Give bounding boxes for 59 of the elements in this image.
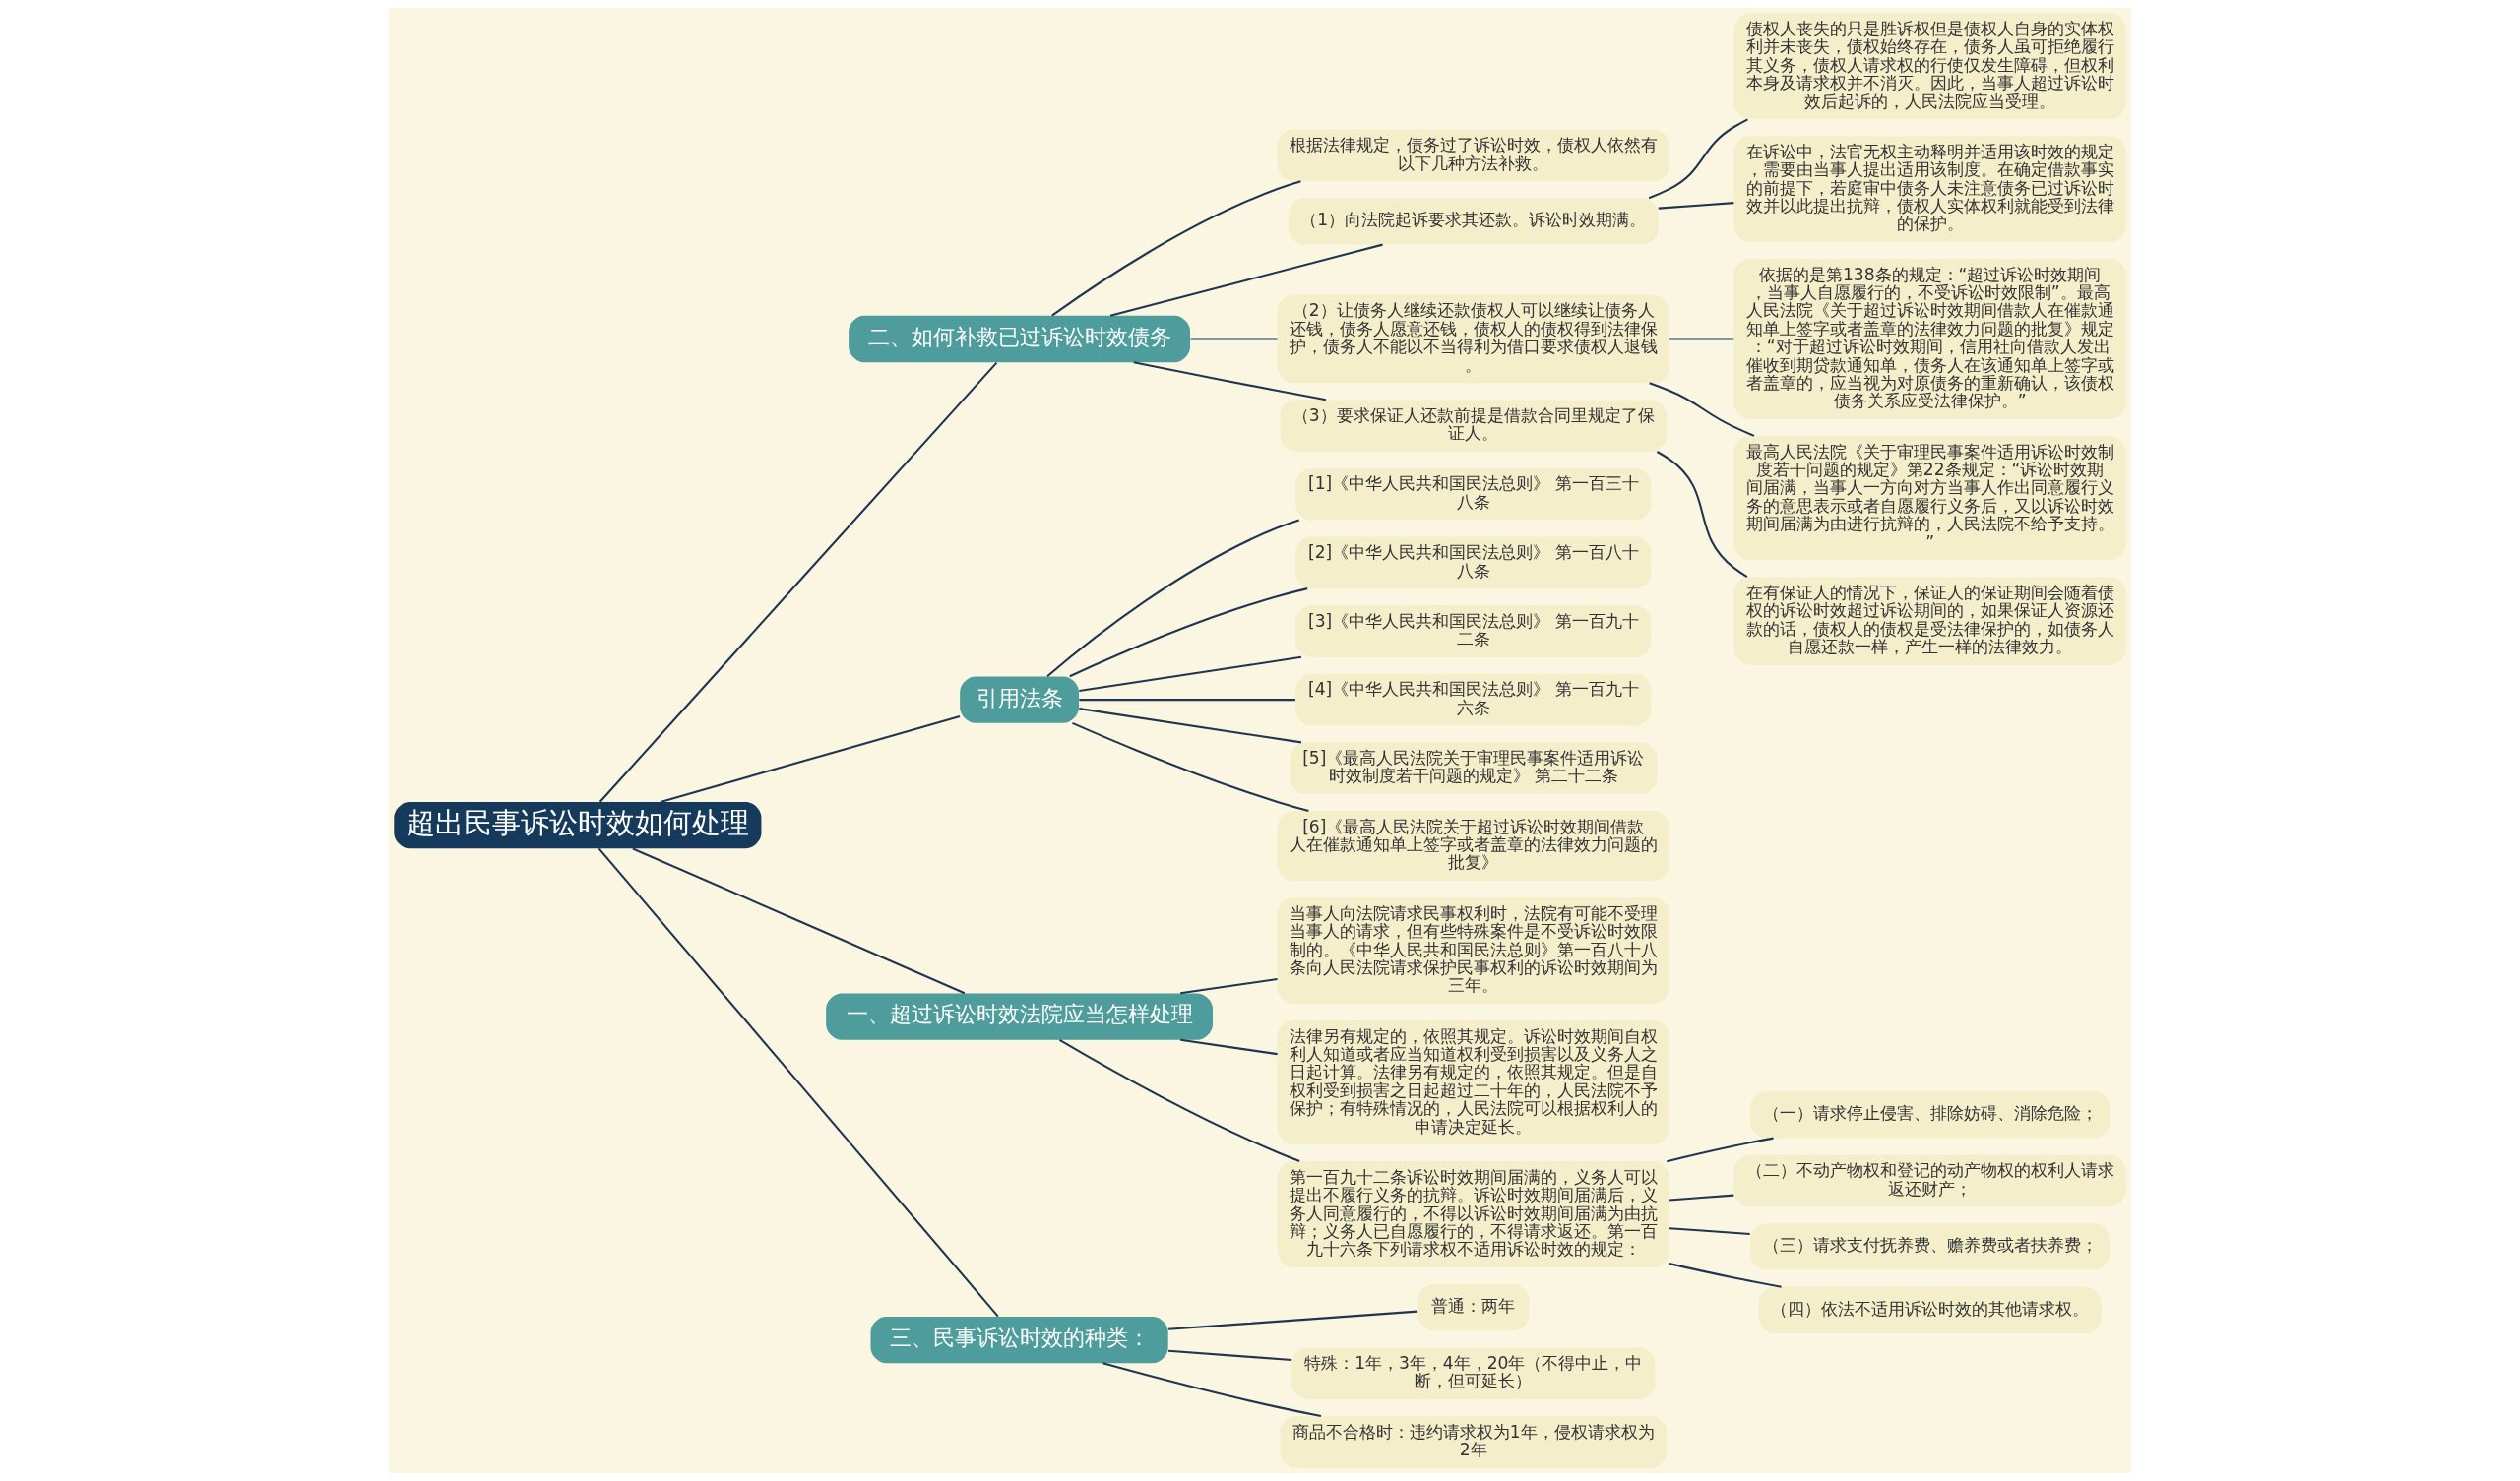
connector [660,715,961,803]
node-box: [2]《中华人民共和国民法总则》 第一百八十八条 [1295,536,1652,589]
node-box: （3）要求保证人还款前提是借款合同里规定了保证人。 [1280,400,1668,452]
node-box: [3]《中华人民共和国民法总则》 第一百九十二条 [1295,605,1652,657]
node-box: 商品不合格时：违约请求权为1年，侵权请求权为2年 [1280,1416,1668,1468]
node-box: 二、如何补救已过诉讼时效债务 [849,315,1191,363]
connector [1046,519,1300,677]
connector [1079,655,1302,693]
node-box: （三）请求支付抚养费、赡养费或者扶养费； [1750,1223,2110,1270]
connector [1168,1310,1418,1330]
connector [1190,338,1278,340]
connector [1656,451,1748,579]
connector [1670,1194,1734,1202]
node-box: 债权人丧失的只是胜诉权但是债权人自身的实体权利并未丧失，债权始终存在，债务人虽可拒绝履行其义务，债权人请求权的行使仅发生障碍，但权利本身及请求权并不消灭。因此，当事人超过诉讼时效后起诉的，人民法院应当受理。 [1733,13,2126,120]
connector [598,361,998,803]
node-box: 第一百九十二条诉讼时效期间届满的，义务人可以提出不履行义务的抗辩。诉讼时效期间届满后，义务人同意履行的，不得以诉讼时效期间届满为由抗辩；义务人已自愿履行的，不得请求返还。第一百九十六条下列请求权不适用诉讼时效的规定： [1277,1161,1670,1267]
connector [1648,118,1748,200]
node-box: 普通：两年 [1418,1284,1530,1331]
node-box: 最高人民法院《关于审理民事案件适用诉讼时效制度若干问题的规定》第22条规定：“诉讼时效期间届满，当事人一方向对方当事人作出同意履行义务的意思表示或者自愿履行义务后，又以诉讼时效期间届满为由进行抗辩的，人民法院不给予支持。” [1733,436,2126,561]
node-box: 引用法条 [960,676,1080,723]
node-box: 超出民事诉讼时效如何处理 [394,801,762,849]
node-box: 一、超过诉讼时效法院应当怎样处理 [826,993,1214,1040]
connector [1079,699,1295,702]
connector [1658,202,1734,210]
connector [1649,382,1755,437]
connector [1670,1227,1750,1236]
node-box: 依据的是第138条的规定：“超过诉讼时效期间，当事人自愿履行的，不受诉讼时效限制”。最高人民法院《关于超过诉讼时效期间借款人在催款通知单上签字或者盖章的法律效力问题的批复》规定：“对于超过诉讼时效期间，信用社向借款人发出催收到期贷款通知单，债务人在该通知单上签字或者盖章的，应当视为对原债务的重新确认，该债权债务关系应受法律保护。” [1733,259,2126,419]
node-box: （四）依法不适用诉讼时效的其他请求权。 [1758,1286,2102,1333]
node-box: 法律另有规定的，依照其规定。诉讼时效期间自权利人知道或者应当知道权利受到损害以及义务人之日起计算。法律另有规定的，依照其规定。但是自权利受到损害之日起超过二十年的，人民法院不予保护；有特殊情况的，人民法院可以根据权利人的申请决定延长。 [1277,1020,1670,1145]
node-box: 根据法律规定，债务过了诉讼时效，债权人依然有以下几种方法补救。 [1277,129,1670,182]
connector [1669,1263,1782,1288]
connector [1670,338,1734,340]
node-box: 特殊：1年，3年，4年，20年（不得中止，中断，但可延长） [1292,1347,1656,1399]
connector [598,847,999,1318]
connector [1667,1137,1774,1163]
node-box: （1）向法院起诉要求其还款。诉讼时效期满。 [1288,198,1659,245]
node-box: [6]《最高人民法院关于超过诉讼时效期间借款人在催款通知单上签字或者盖章的法律效力问题的批复》 [1277,811,1670,882]
connector [1133,361,1327,401]
connector [1102,1362,1322,1418]
connector [1072,721,1309,813]
node-box: 当事人向法院请求民事权利时，法院有可能不受理当事人的请求，但有些特殊案件是不受诉讼时效限制的。《中华人民共和国民法总则》第一百八十八条向人民法院请求保护民事权利的诉讼时效期间为三年。 [1277,897,1670,1004]
node-box: 在诉讼中，法官无权主动释明并适用该时效的规定，需要由当事人提出适用该制度。在确定借款事实的前提下，若庭审中债务人未注意债务已过诉讼时效并以此提出抗辩，债权人实体权利就能受到法律的保护。 [1733,136,2126,242]
connector [1180,977,1278,995]
connector [1109,243,1383,317]
node-box: 在有保证人的情况下，保证人的保证期间会随着债权的诉讼时效超过诉讼期间的，如果保证人资源还款的话，债权人的债权是受法律保护的，如债务人自愿还款一样，产生一样的法律效力。 [1733,577,2126,665]
node-box: （2）让债务人继续还款债权人可以继续让债务人还钱，债务人愿意还钱，债权人的债权得到法律保护，债务人不能以不当得利为借口要求债权人退钱。 [1277,294,1670,384]
node-box: [1]《中华人民共和国民法总则》 第一百三十八条 [1295,467,1652,521]
connector [1180,1038,1278,1056]
connector [1079,708,1302,744]
connector [632,847,966,995]
connector [1069,587,1308,678]
connector [1058,1038,1300,1162]
node-box: 三、民事诉讼时效的种类： [870,1316,1168,1364]
node-box: [5]《最高人民法院关于审理民事案件适用诉讼时效制度若干问题的规定》 第二十二条 [1290,742,1658,795]
connector [1168,1349,1292,1362]
node-box: （二）不动产物权和登记的动产物权的权利人请求返还财产； [1733,1154,2126,1207]
node-box: （一）请求停止侵害、排除妨碍、消除危险； [1750,1091,2110,1139]
node-box: [4]《中华人民共和国民法总则》 第一百九十六条 [1295,673,1652,726]
connector [1051,180,1301,317]
